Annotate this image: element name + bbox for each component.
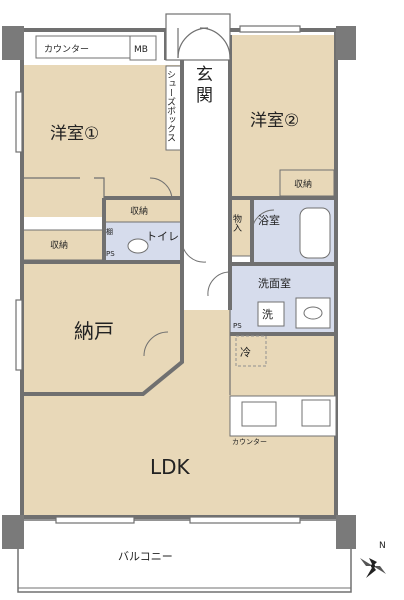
closet-label: 物入	[231, 213, 242, 232]
fridge-label: 冷	[240, 346, 251, 359]
ps-1-label: PS	[106, 250, 115, 258]
ldk-floor	[22, 310, 336, 517]
kitchen-sink	[241, 401, 277, 427]
balcony-label: バルコニー	[118, 550, 173, 563]
fridge-space	[235, 335, 267, 367]
entrance-label-1: 玄	[196, 65, 213, 85]
ldk-label: LDK	[150, 455, 191, 479]
western-room-1-floor	[22, 65, 182, 217]
counter-top-label: カウンター	[44, 44, 89, 55]
storage-3-label: 収納	[294, 178, 312, 190]
washer-label: 洗	[262, 308, 273, 321]
washroom-label: 洗面室	[258, 276, 291, 290]
bathtub	[299, 207, 331, 259]
toilet-label: トイレ	[146, 230, 179, 243]
western-room-2-label: 洋室②	[250, 111, 299, 131]
counter-kitchen-label: カウンター	[232, 437, 267, 446]
wash-basin	[295, 297, 331, 329]
entrance-label-2: 関	[196, 86, 213, 106]
mb-floor	[129, 35, 157, 61]
compass: N	[360, 541, 386, 578]
storage-1-label: 収納	[130, 205, 148, 217]
toilet-bowl	[127, 238, 149, 254]
storage-room-floor	[22, 262, 182, 394]
columns	[2, 26, 356, 549]
ps-2-label: PS	[233, 322, 242, 330]
balcony-area	[17, 519, 352, 593]
western-room-1-label: 洋室①	[50, 124, 99, 144]
shoe-box-label: シューズボックス	[165, 70, 176, 142]
stove	[301, 399, 331, 427]
storage-2-label: 収納	[50, 239, 68, 251]
hallway-floor	[182, 60, 230, 310]
shelf-label: 棚	[106, 227, 113, 236]
entrance-door	[165, 13, 231, 61]
compass-label: N	[379, 541, 386, 551]
mb-label: MB	[134, 45, 148, 55]
washer	[257, 301, 285, 327]
storage-room-label: 納戸	[74, 319, 114, 343]
bathroom-label: 浴室	[258, 213, 280, 227]
